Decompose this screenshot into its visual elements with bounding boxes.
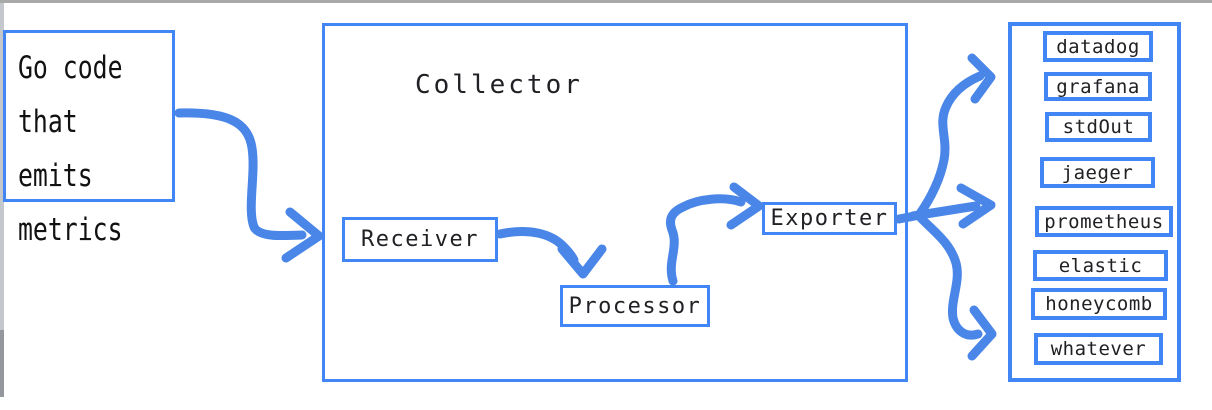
component-box-exporter: Exporter	[762, 202, 897, 235]
sink-box-whatever: whatever	[1034, 333, 1163, 365]
arrow-fanout-down-head	[967, 305, 997, 361]
component-label-receiver: Receiver	[361, 227, 479, 252]
arrow-fanout-middle-head	[956, 183, 996, 229]
sink-label-stdout: stdOut	[1062, 116, 1135, 138]
left-scrollbar-thumb[interactable]	[0, 330, 4, 397]
component-label-processor: Processor	[568, 293, 702, 319]
sink-box-prometheus: prometheus	[1035, 206, 1173, 237]
component-box-receiver: Receiver	[342, 217, 498, 262]
sink-box-grafana: grafana	[1044, 72, 1152, 101]
source-box: Go code that emits metrics	[3, 30, 175, 248]
source-label: Go code that emits metrics	[18, 50, 123, 248]
component-label-exporter: Exporter	[770, 206, 889, 231]
sink-label-whatever: whatever	[1050, 338, 1147, 360]
window-top-border	[0, 0, 1212, 3]
arrow-source-to-collector-shaft	[174, 108, 307, 241]
arrow-source-to-collector-head	[281, 207, 324, 263]
sink-box-jaeger: jaeger	[1040, 157, 1155, 188]
sink-label-prometheus: prometheus	[1044, 210, 1164, 233]
sink-box-honeycomb: honeycomb	[1031, 288, 1167, 320]
sink-label-elastic: elastic	[1058, 254, 1143, 277]
left-scrollbar-track	[0, 3, 4, 397]
sink-box-stdout: stdOut	[1045, 112, 1152, 142]
arrow-fanout-up-shaft	[914, 71, 985, 220]
sink-label-jaeger: jaeger	[1061, 161, 1134, 184]
sink-label-honeycomb: honeycomb	[1045, 293, 1153, 315]
arrow-fanout-down-shaft	[915, 212, 983, 340]
arrow-fanout-up-head	[967, 53, 996, 104]
component-box-processor: Processor	[560, 285, 710, 327]
sink-label-datadog: datadog	[1056, 35, 1140, 58]
sink-box-elastic: elastic	[1033, 250, 1168, 281]
arrow-fanout-middle-shaft	[908, 201, 981, 221]
sink-label-grafana: grafana	[1056, 75, 1140, 98]
collector-title: Collector	[415, 70, 583, 100]
sink-box-datadog: datadog	[1043, 31, 1153, 62]
